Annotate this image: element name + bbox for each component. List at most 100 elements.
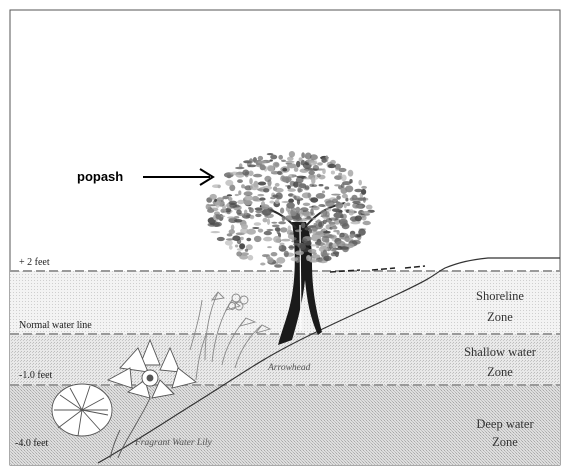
- minus-four-label: -4.0 feet: [15, 438, 49, 449]
- foliage-leaf: [241, 252, 249, 255]
- foliage-leaf: [252, 227, 259, 229]
- foliage-leaf: [212, 184, 221, 188]
- foliage-leaf: [253, 174, 262, 178]
- foliage-leaf: [361, 189, 366, 195]
- foliage-leaf: [358, 180, 362, 186]
- foliage-leaf: [301, 222, 305, 228]
- foliage-leaf: [264, 176, 271, 182]
- shallow-zone-line1: Shallow water: [464, 345, 537, 359]
- foliage-leaf: [284, 251, 289, 258]
- foliage-leaf: [296, 161, 300, 168]
- foliage-leaf: [317, 162, 323, 165]
- foliage-leaf: [300, 243, 306, 250]
- foliage-leaf: [241, 184, 245, 188]
- foliage-leaf: [278, 155, 283, 160]
- foliage-leaf: [254, 236, 262, 242]
- foliage-leaf: [273, 236, 281, 243]
- foliage-leaf: [237, 179, 243, 183]
- foliage-leaf: [293, 181, 298, 188]
- foliage-leaf: [235, 194, 239, 196]
- foliage-leaf: [294, 195, 297, 199]
- foliage-leaf: [216, 214, 221, 219]
- foliage-leaf: [262, 209, 271, 216]
- foliage-leaf: [267, 257, 273, 263]
- foliage-leaf: [342, 246, 349, 252]
- foliage-leaf: [331, 171, 335, 175]
- foliage-leaf: [321, 252, 330, 255]
- foliage-leaf: [271, 170, 275, 173]
- foliage-leaf: [255, 207, 263, 210]
- foliage-leaf: [288, 234, 293, 239]
- foliage-leaf: [331, 194, 341, 196]
- foliage-leaf: [242, 170, 249, 176]
- foliage-leaf: [302, 192, 312, 198]
- foliage-leaf: [335, 202, 343, 209]
- foliage-leaf: [282, 176, 292, 183]
- foliage-leaf: [244, 210, 247, 215]
- foliage-leaf: [336, 196, 341, 200]
- foliage-leaf: [210, 231, 220, 233]
- foliage-leaf: [241, 224, 248, 229]
- foliage-leaf: [321, 158, 326, 163]
- foliage-leaf: [267, 246, 272, 248]
- foliage-leaf: [275, 193, 283, 200]
- foliage-leaf: [227, 216, 235, 218]
- foliage-leaf: [342, 194, 348, 199]
- foliage-leaf: [296, 197, 301, 200]
- foliage-leaf: [287, 163, 297, 168]
- foliage-leaf: [341, 184, 345, 188]
- foliage-leaf: [316, 246, 319, 248]
- foliage-leaf: [319, 184, 324, 186]
- foliage-leaf: [322, 215, 330, 219]
- foliage-leaf: [260, 263, 265, 266]
- foliage-leaf: [332, 248, 336, 251]
- foliage-leaf: [299, 220, 303, 223]
- foliage-leaf: [275, 227, 281, 231]
- foliage-leaf: [232, 235, 240, 241]
- foliage-leaf: [271, 222, 277, 224]
- foliage-leaf: [296, 176, 305, 178]
- foliage-leaf: [210, 194, 217, 200]
- foliage-leaf: [235, 167, 244, 170]
- foliage-leaf: [309, 184, 314, 187]
- foliage-leaf: [234, 219, 242, 222]
- foliage-leaf: [244, 200, 253, 205]
- foliage-leaf: [358, 229, 366, 236]
- foliage-leaf: [285, 161, 294, 163]
- foliage-leaf: [246, 238, 251, 241]
- foliage-leaf: [239, 243, 245, 249]
- foliage-leaf: [249, 178, 253, 184]
- shallow-zone-line2: Zone: [487, 365, 513, 379]
- foliage-leaf: [334, 184, 340, 186]
- foliage-leaf: [278, 221, 286, 224]
- foliage-leaf: [227, 175, 231, 179]
- foliage-leaf: [304, 156, 308, 158]
- foliage-leaf: [240, 237, 244, 240]
- foliage-leaf: [214, 222, 222, 227]
- foliage-leaf: [318, 204, 325, 207]
- deep-zone-line1: Deep water: [476, 417, 534, 431]
- foliage-leaf: [355, 205, 363, 209]
- foliage-leaf: [291, 240, 300, 243]
- foliage-leaf: [332, 243, 337, 248]
- foliage-leaf: [249, 158, 253, 163]
- shoreline-zone-line1: Shoreline: [476, 289, 524, 303]
- arrowhead-label: Arrowhead: [267, 363, 311, 373]
- foliage-leaf: [345, 185, 353, 192]
- foliage-leaf: [300, 210, 304, 214]
- foliage-leaf: [257, 194, 264, 196]
- foliage-leaf: [349, 209, 355, 215]
- foliage-leaf: [323, 220, 327, 225]
- foliage-leaf: [326, 208, 332, 212]
- foliage-leaf: [320, 210, 326, 216]
- foliage-leaf: [299, 157, 303, 161]
- foliage-leaf: [340, 215, 343, 219]
- foliage-leaf: [295, 230, 302, 233]
- foliage-leaf: [349, 179, 352, 183]
- foliage-leaf: [291, 257, 298, 261]
- foliage-leaf: [225, 180, 233, 186]
- foliage-leaf: [306, 255, 311, 261]
- foliage-leaf: [275, 188, 284, 193]
- foliage-leaf: [325, 200, 334, 207]
